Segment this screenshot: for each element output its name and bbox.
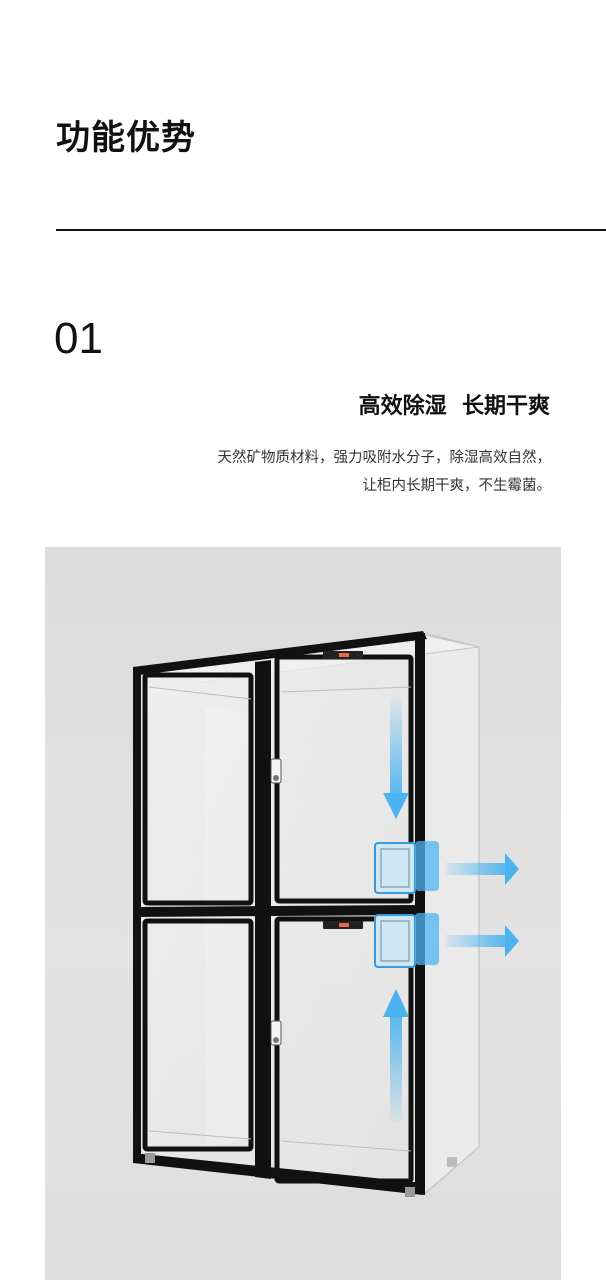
section-title: 功能优势 xyxy=(56,118,196,158)
feature-description: 天然矿物质材料，强力吸附水分子，除湿高效自然， 让柜内长期干爽，不生霉菌。 xyxy=(218,444,552,500)
arrow-up-icon xyxy=(383,989,409,1123)
dehumidifying-cabinet-image xyxy=(133,631,519,1197)
feature-heading: 高效除湿 长期干爽 xyxy=(358,394,550,419)
feature-description-line: 天然矿物质材料，强力吸附水分子，除湿高效自然， xyxy=(217,450,552,466)
feature-number: 01 xyxy=(54,314,103,363)
arrow-down-icon xyxy=(383,697,409,819)
arrow-right-icon xyxy=(445,925,519,957)
arrow-right-icon xyxy=(445,853,519,885)
divider xyxy=(56,229,606,231)
feature-description-line: 让柜内长期干爽，不生霉菌。 xyxy=(362,478,552,494)
product-image-panel xyxy=(45,547,561,1280)
